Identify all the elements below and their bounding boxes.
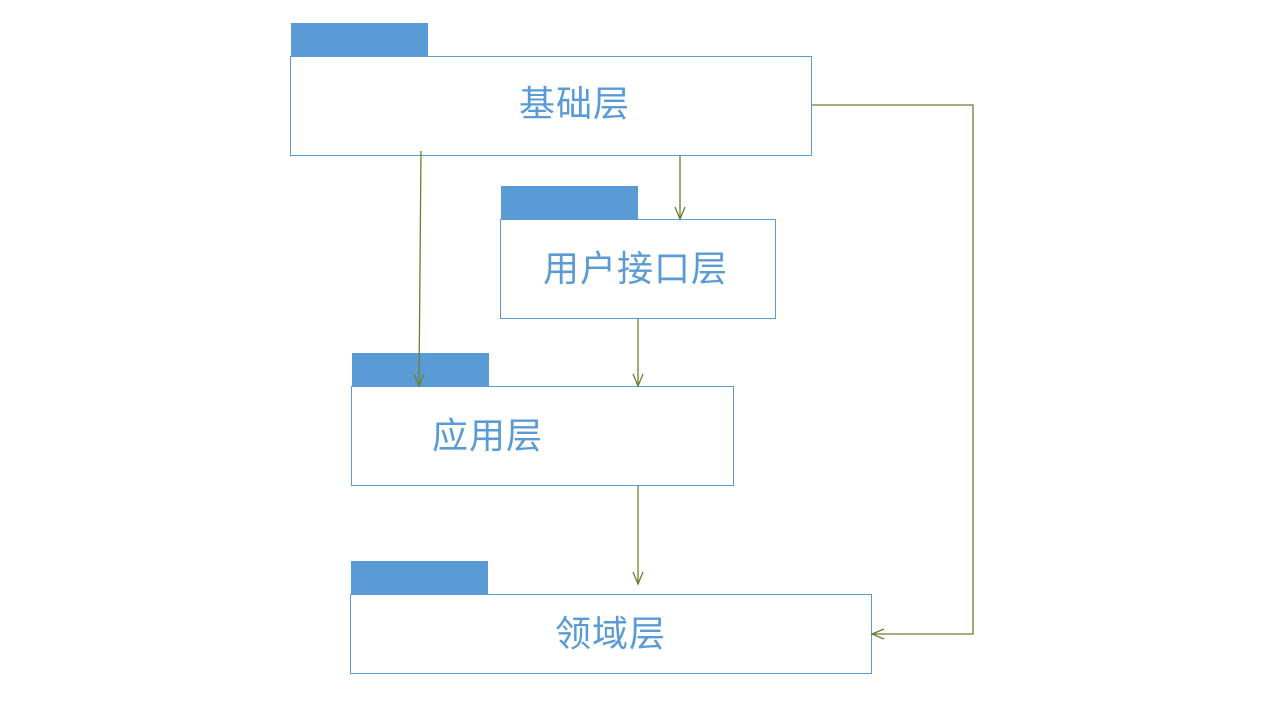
user-interface-layer-box[interactable]: 用户接口层	[500, 219, 776, 319]
arrowhead-user-interface-to-application	[632, 373, 644, 388]
arrowhead-application-to-domain	[632, 571, 644, 586]
domain-layer-box[interactable]: 领域层	[350, 594, 872, 674]
infrastructure-layer-label: 基础层	[519, 84, 631, 125]
arrowhead-infrastructure-to-user-interface	[674, 206, 686, 221]
arrowhead-infrastructure-to-domain	[870, 628, 885, 640]
arrow-infrastructure-to-domain	[812, 104, 974, 635]
arrow-infrastructure-to-application	[418, 150, 422, 387]
user-interface-layer-tab	[501, 186, 638, 219]
application-layer-tab	[352, 353, 489, 386]
user-interface-layer-label: 用户接口层	[543, 249, 729, 290]
application-layer-box[interactable]: 应用层	[351, 386, 734, 486]
domain-layer-label: 领域层	[555, 614, 667, 655]
infrastructure-layer-box[interactable]: 基础层	[290, 56, 812, 156]
domain-layer-tab	[351, 561, 488, 594]
infrastructure-layer-tab	[291, 23, 428, 56]
application-layer-label: 应用层	[432, 416, 544, 457]
